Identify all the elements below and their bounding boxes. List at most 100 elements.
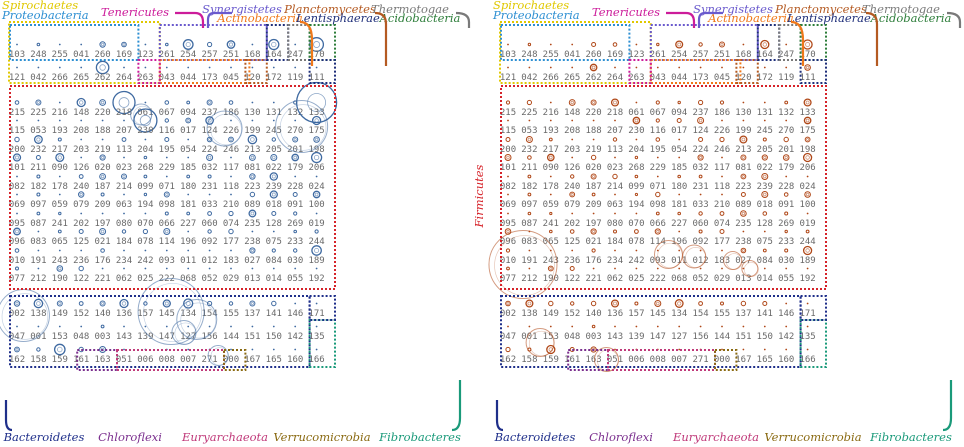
node-inner-circle — [506, 155, 510, 160]
node-label: 218 — [607, 108, 623, 118]
abundance-circle — [174, 322, 197, 345]
abundance-circle — [275, 100, 329, 153]
node-dot — [123, 212, 125, 215]
node-dot — [187, 66, 190, 69]
node-circle — [505, 248, 511, 253]
node-label: 063 — [116, 200, 132, 210]
node-inner-circle — [164, 301, 169, 306]
node-dot — [80, 119, 83, 122]
node-label: 079 — [73, 200, 89, 210]
node-label: 080 — [607, 219, 623, 229]
node-inner-circle — [36, 301, 41, 306]
node-circle — [762, 248, 767, 253]
node-label: 240 — [73, 182, 89, 192]
node-circle — [570, 301, 575, 306]
node-label: 181 — [180, 200, 196, 210]
node-label: 241 — [543, 219, 559, 229]
node-label: 024 — [799, 182, 815, 192]
node-dot — [528, 267, 531, 270]
node-label: 132 — [778, 108, 794, 118]
node-circle — [802, 245, 813, 256]
node-inner-circle — [101, 301, 105, 306]
node-dot — [507, 119, 509, 122]
node-circle — [206, 99, 213, 106]
node-label: 188 — [94, 126, 110, 136]
node-circle — [525, 136, 533, 143]
node-label: 260 — [94, 50, 110, 60]
node-label: 189 — [799, 256, 815, 266]
node-label: 092 — [692, 237, 708, 247]
node-label: 083 — [521, 237, 537, 247]
node-dot — [763, 101, 766, 104]
node-label: 061 — [137, 108, 153, 118]
node-dot — [614, 348, 616, 351]
node-label: 013 — [244, 274, 260, 284]
node-label: 202 — [564, 219, 580, 229]
node-inner-circle — [591, 65, 596, 70]
node-label: 111 — [799, 73, 815, 83]
node-dot — [101, 119, 104, 122]
node-label: 136 — [607, 309, 623, 319]
node-label: 131 — [266, 108, 282, 118]
node-inner-circle — [185, 41, 191, 48]
node-inner-circle — [293, 137, 297, 142]
node-label: 185 — [180, 163, 196, 173]
node-dot — [101, 267, 104, 270]
node-label: 014 — [757, 274, 773, 284]
node-label: 176 — [585, 256, 601, 266]
node-label: 198 — [308, 145, 324, 155]
node-circle — [58, 211, 62, 216]
node-dot — [16, 175, 18, 178]
node-label: 126 — [564, 163, 580, 173]
node-label: 089 — [735, 200, 751, 210]
node-dot — [614, 249, 616, 252]
node-label: 116 — [650, 126, 666, 136]
node-dot — [37, 230, 40, 233]
node-label: 261 — [650, 50, 666, 60]
node-label: 201 — [778, 145, 794, 155]
node-dot — [272, 101, 275, 104]
node-circle — [312, 190, 321, 199]
node-label: 103 — [500, 50, 516, 60]
synergistetes-box — [649, 24, 759, 61]
node-label: 124 — [692, 126, 708, 136]
node-label: 181 — [671, 200, 687, 210]
node-label: 134 — [671, 309, 687, 319]
node-label: 155 — [714, 309, 730, 319]
node-label: 255 — [52, 50, 68, 60]
node-label: 196 — [180, 237, 196, 247]
node-dot — [251, 325, 254, 328]
node-dot — [549, 119, 552, 122]
node-label: 098 — [650, 200, 666, 210]
node-label: 223 — [244, 182, 260, 192]
node-label: 123 — [137, 50, 153, 60]
node-label: 127 — [180, 332, 196, 342]
proteobacteria-box — [9, 24, 140, 61]
node-circle — [36, 192, 41, 197]
node-label: 225 — [30, 108, 46, 118]
node-circle — [36, 174, 41, 179]
node-dot — [123, 193, 125, 196]
phylum-label-proteobacteria: Proteobacteria — [492, 8, 580, 22]
node-circle — [311, 245, 322, 256]
node-circle — [677, 211, 682, 216]
node-circle — [269, 190, 278, 199]
node-label: 138 — [30, 309, 46, 319]
node-label: 071 — [159, 182, 175, 192]
firmicutes-label: Firmicutes — [472, 164, 486, 228]
node-label: 233 — [287, 237, 303, 247]
node-dot — [272, 267, 275, 270]
node-dot — [763, 325, 766, 328]
node-inner-circle — [720, 42, 724, 47]
node-circle — [655, 191, 661, 198]
node-label: 122 — [564, 274, 580, 284]
node-label: 030 — [778, 256, 794, 266]
node-circle — [133, 108, 158, 133]
node-label: 007 — [671, 355, 687, 365]
tenericutes-box — [137, 59, 161, 84]
node-dot — [678, 156, 681, 159]
node-circle — [207, 41, 213, 48]
node-circle — [739, 135, 748, 144]
abundance-circle — [279, 104, 327, 151]
node-label: 070 — [628, 219, 644, 229]
